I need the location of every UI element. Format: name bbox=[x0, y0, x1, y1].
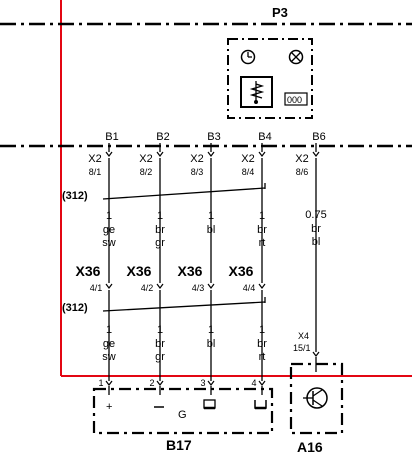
x36-term-4: 4/4 bbox=[243, 283, 256, 293]
fork-x36-3 bbox=[207, 283, 215, 289]
shield-ref-top: (312) bbox=[62, 190, 88, 202]
x36-term-3: 4/3 bbox=[192, 283, 205, 293]
display-box bbox=[227, 38, 313, 119]
p3-title: P3 bbox=[272, 5, 288, 20]
a16-conn: X4 bbox=[298, 331, 309, 341]
fork-top-1 bbox=[105, 151, 113, 157]
term-b6: 8/6 bbox=[296, 167, 309, 177]
wire-size-upper-1: 1 bbox=[106, 210, 112, 222]
b17-plus: + bbox=[106, 401, 112, 413]
wire-color1-lower-1: ge bbox=[103, 338, 115, 350]
wire-color1-upper-4: br bbox=[257, 224, 267, 236]
fork-x36-2 bbox=[156, 283, 164, 289]
term-3: 8/3 bbox=[191, 167, 204, 177]
fork-top-b6 bbox=[312, 151, 320, 157]
wire-color1-upper-2: br bbox=[155, 224, 165, 236]
wire-size-lower-3: 1 bbox=[208, 324, 214, 336]
shield-line-top bbox=[102, 187, 266, 200]
wire-size-lower-1: 1 bbox=[106, 324, 112, 336]
wire-color2-upper-2: gr bbox=[155, 237, 165, 249]
odometer-icon: 000 bbox=[284, 92, 308, 106]
b17-pin4-symbol bbox=[254, 400, 267, 410]
term-4: 8/4 bbox=[242, 167, 255, 177]
fork-a16 bbox=[312, 351, 320, 357]
conn-b6: X2 bbox=[295, 153, 308, 165]
wire-size-upper-4: 1 bbox=[259, 210, 265, 222]
wire-color1-upper-1: ge bbox=[103, 224, 115, 236]
wire-color1-b6: br bbox=[311, 223, 321, 235]
wire-color2-upper-1: sw bbox=[102, 237, 116, 249]
a16-transistor-symbol bbox=[303, 387, 328, 409]
wire-size-upper-3: 1 bbox=[208, 210, 214, 222]
wire-size-lower-2: 1 bbox=[157, 324, 163, 336]
wire-size-lower-4: 1 bbox=[259, 324, 265, 336]
term-1: 8/1 bbox=[89, 167, 102, 177]
conn-2: X2 bbox=[139, 153, 152, 165]
wire-color2-upper-4: rt bbox=[259, 237, 266, 249]
a16-term: 15/1 bbox=[293, 343, 311, 353]
x36-label-1: X36 bbox=[76, 263, 101, 279]
wire-color2-lower-4: rt bbox=[259, 351, 266, 363]
top-pin-3: B3 bbox=[207, 131, 220, 143]
b17-inner-label: G bbox=[178, 409, 187, 421]
fork-top-4 bbox=[258, 151, 266, 157]
top-pin-b6: B6 bbox=[312, 131, 325, 143]
fork-top-3 bbox=[207, 151, 215, 157]
conn-3: X2 bbox=[190, 153, 203, 165]
x36-term-2: 4/2 bbox=[141, 283, 154, 293]
x36-label-2: X36 bbox=[127, 263, 152, 279]
fork-x36-4 bbox=[258, 283, 266, 289]
shield-ref-bottom: (312) bbox=[62, 302, 88, 314]
conn-1: X2 bbox=[88, 153, 101, 165]
term-2: 8/2 bbox=[140, 167, 153, 177]
x36-label-3: X36 bbox=[178, 263, 203, 279]
temp-gauge-icon bbox=[240, 76, 273, 108]
odometer-digits: 000 bbox=[287, 95, 302, 105]
b17-pin-2: 2 bbox=[149, 378, 154, 388]
b17-pin3-symbol bbox=[203, 399, 216, 410]
cross-circle-icon bbox=[288, 49, 304, 65]
fork-b17-1 bbox=[105, 380, 113, 386]
b17-label: B17 bbox=[166, 437, 192, 453]
wire-color2-lower-1: sw bbox=[102, 351, 116, 363]
wire-size-upper-2: 1 bbox=[157, 210, 163, 222]
b17-pin-1: 1 bbox=[98, 378, 103, 388]
fork-x36-1 bbox=[105, 283, 113, 289]
wire-color2-lower-2: gr bbox=[155, 351, 165, 363]
top-pin-1: B1 bbox=[105, 131, 118, 143]
fork-b17-3 bbox=[207, 380, 215, 386]
top-pin-4: B4 bbox=[258, 131, 271, 143]
x36-label-4: X36 bbox=[229, 263, 254, 279]
x36-term-1: 4/1 bbox=[90, 283, 103, 293]
a16-label: A16 bbox=[297, 439, 323, 455]
a16-box bbox=[289, 362, 344, 435]
b17-box bbox=[92, 387, 274, 435]
conn-4: X2 bbox=[241, 153, 254, 165]
wire-size-b6: 0.75 bbox=[305, 209, 326, 221]
wire-color1-lower-4: br bbox=[257, 338, 267, 350]
wire-color1-upper-3: bl bbox=[207, 224, 216, 236]
shield-line-bottom bbox=[102, 301, 266, 312]
wire-color1-lower-2: br bbox=[155, 338, 165, 350]
wire-color2-b6: bl bbox=[312, 236, 321, 248]
wire-group: B1X28/11geswX364/11gesw1B2X28/21brgrX364… bbox=[76, 131, 327, 395]
fork-top-2 bbox=[156, 151, 164, 157]
fork-b17-2 bbox=[156, 380, 164, 386]
b17-pin-4: 4 bbox=[251, 378, 256, 388]
fork-b17-4 bbox=[258, 380, 266, 386]
clock-icon bbox=[240, 49, 256, 65]
top-pin-2: B2 bbox=[156, 131, 169, 143]
wire-color1-lower-3: bl bbox=[207, 338, 216, 350]
b17-pin-3: 3 bbox=[200, 378, 205, 388]
